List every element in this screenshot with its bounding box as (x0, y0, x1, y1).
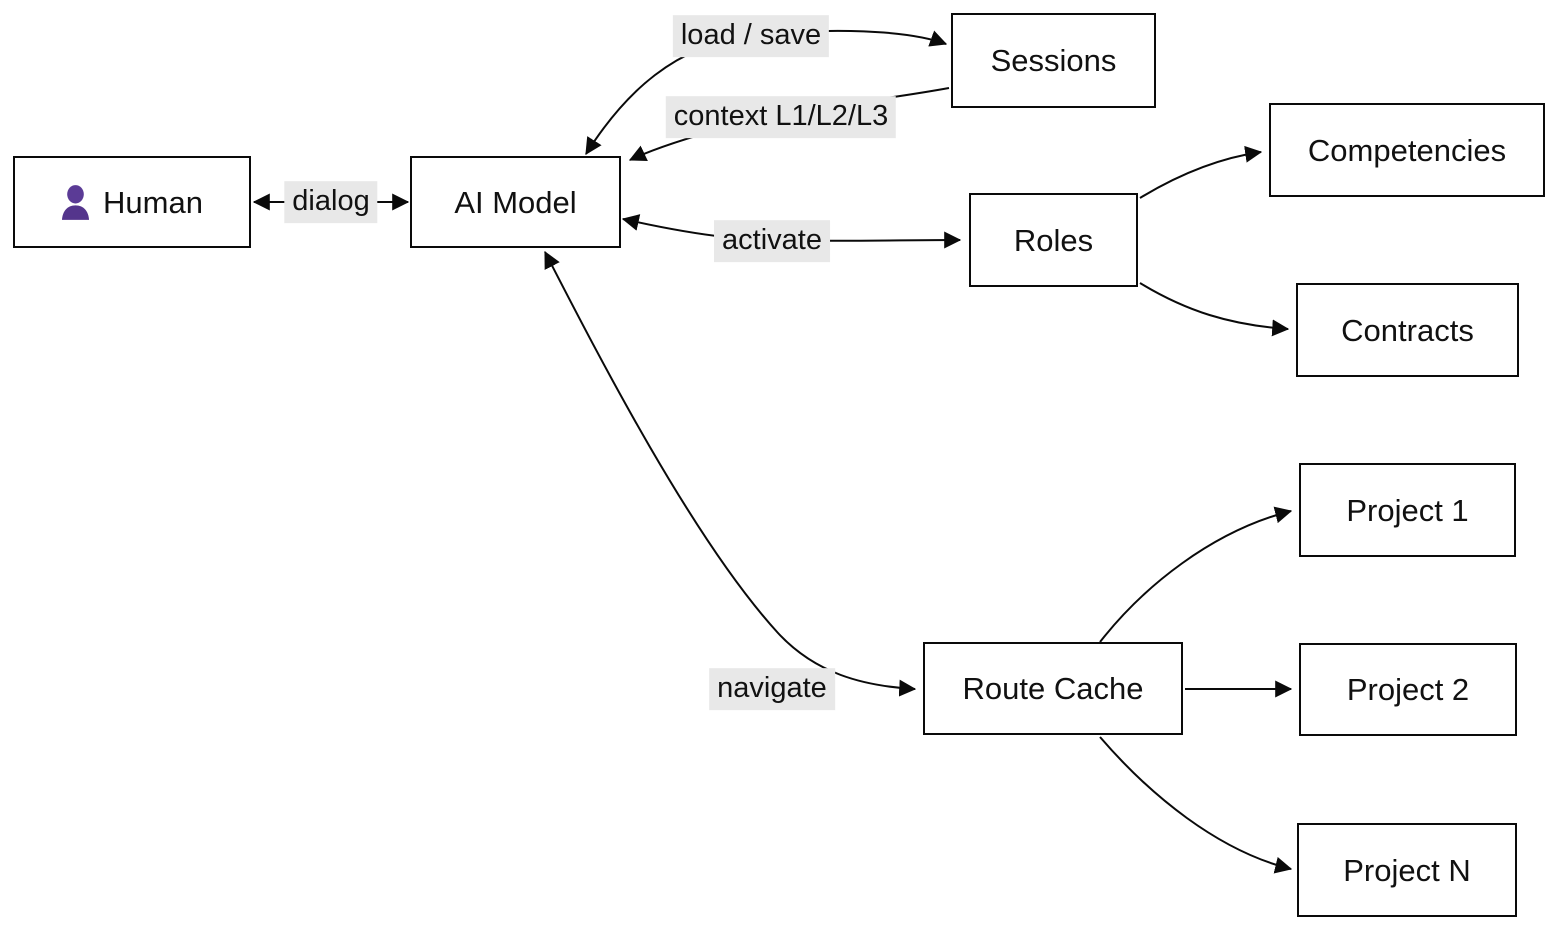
edge-label-context: context L1/L2/L3 (665, 96, 897, 138)
edge-roles-competencies-path (1139, 145, 1263, 199)
edge-route-projectn-path (1099, 736, 1293, 874)
node-project-n: Project N (1297, 823, 1517, 917)
node-contracts-label: Contracts (1341, 312, 1474, 348)
edge-label-dialog: dialog (284, 181, 378, 223)
node-human: Human (13, 156, 251, 248)
edge-roles-contracts-path (1139, 282, 1290, 337)
edge-label-load-save: load / save (672, 15, 830, 57)
node-competencies: Competencies (1269, 103, 1545, 197)
edge-route-project1-path (1099, 506, 1293, 643)
node-competencies-label: Competencies (1307, 132, 1507, 168)
node-ai-model: AI Model (410, 156, 621, 248)
node-project-n-label: Project N (1343, 852, 1471, 888)
node-project-1: Project 1 (1299, 463, 1516, 557)
node-ai-model-label: AI Model (454, 184, 577, 220)
edge-navigate-path (544, 250, 917, 697)
node-contracts: Contracts (1296, 283, 1519, 377)
person-icon (61, 184, 90, 220)
node-roles: Roles (969, 193, 1138, 287)
edge-label-activate: activate (714, 220, 830, 262)
node-sessions-label: Sessions (990, 43, 1117, 78)
node-roles-label: Roles (1013, 222, 1094, 258)
node-sessions: Sessions (951, 13, 1156, 108)
node-project-1-label: Project 1 (1346, 492, 1469, 528)
node-route-cache: Route Cache (923, 642, 1183, 735)
node-human-label: Human (103, 184, 203, 220)
edge-label-navigate: navigate (709, 668, 835, 710)
node-route-cache-label: Route Cache (962, 671, 1144, 706)
node-project-2: Project 2 (1299, 643, 1517, 736)
node-project-2-label: Project 2 (1346, 672, 1470, 707)
